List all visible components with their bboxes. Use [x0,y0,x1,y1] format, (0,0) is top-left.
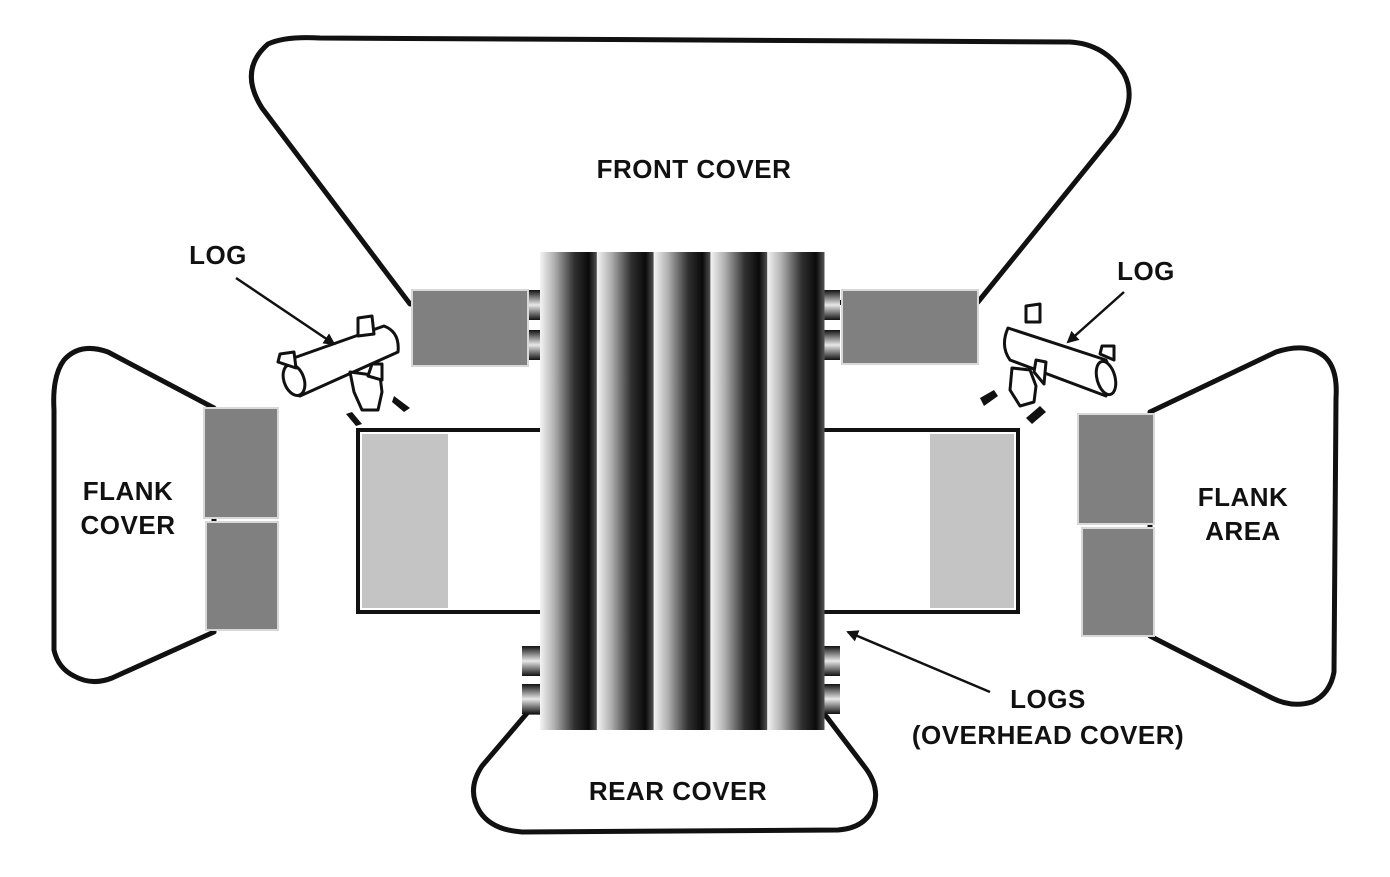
log-sketch-left [276,314,410,426]
arrow-log-right [1066,291,1125,344]
sandbag-right-lower [1081,527,1155,637]
flank-area-label-line1: FLANK [1198,482,1289,512]
pit-end-right [930,434,1014,608]
overhead-log [540,252,598,730]
log-sketch-right [980,302,1118,424]
overhead-log [710,252,768,730]
overhead-log [767,252,825,730]
sandbag-left-lower [205,521,279,631]
overhead-log [653,252,711,730]
overhead-cover-logs [540,252,825,730]
flank-area-label-line2: AREA [1205,516,1281,546]
sandbag-left-upper [203,407,279,519]
arrow-overhead-logs [846,630,991,694]
log-label-right: LOG [1117,256,1175,286]
logs-overhead-label-line1: LOGS [1010,684,1086,714]
log-label-left: LOG [189,240,247,270]
sandbag-front-left [411,289,529,367]
flank-area-berm-right [1147,345,1339,707]
flank-cover-berm-left [51,345,217,684]
logs-overhead-label-line2: (OVERHEAD COVER) [912,720,1184,750]
pit-end-left [362,434,448,608]
front-cover-berm [248,35,1132,307]
flank-cover-label-line1: FLANK [83,476,174,506]
sandbag-front-right [841,289,979,365]
arrow-log-left [235,276,336,346]
flank-cover-label-line2: COVER [81,510,176,540]
overhead-log [596,252,655,730]
sandbag-right-upper [1077,413,1155,525]
rear-cover-label: REAR COVER [589,776,767,806]
front-cover-label: FRONT COVER [597,154,792,184]
rear-cover-berm [471,709,879,835]
